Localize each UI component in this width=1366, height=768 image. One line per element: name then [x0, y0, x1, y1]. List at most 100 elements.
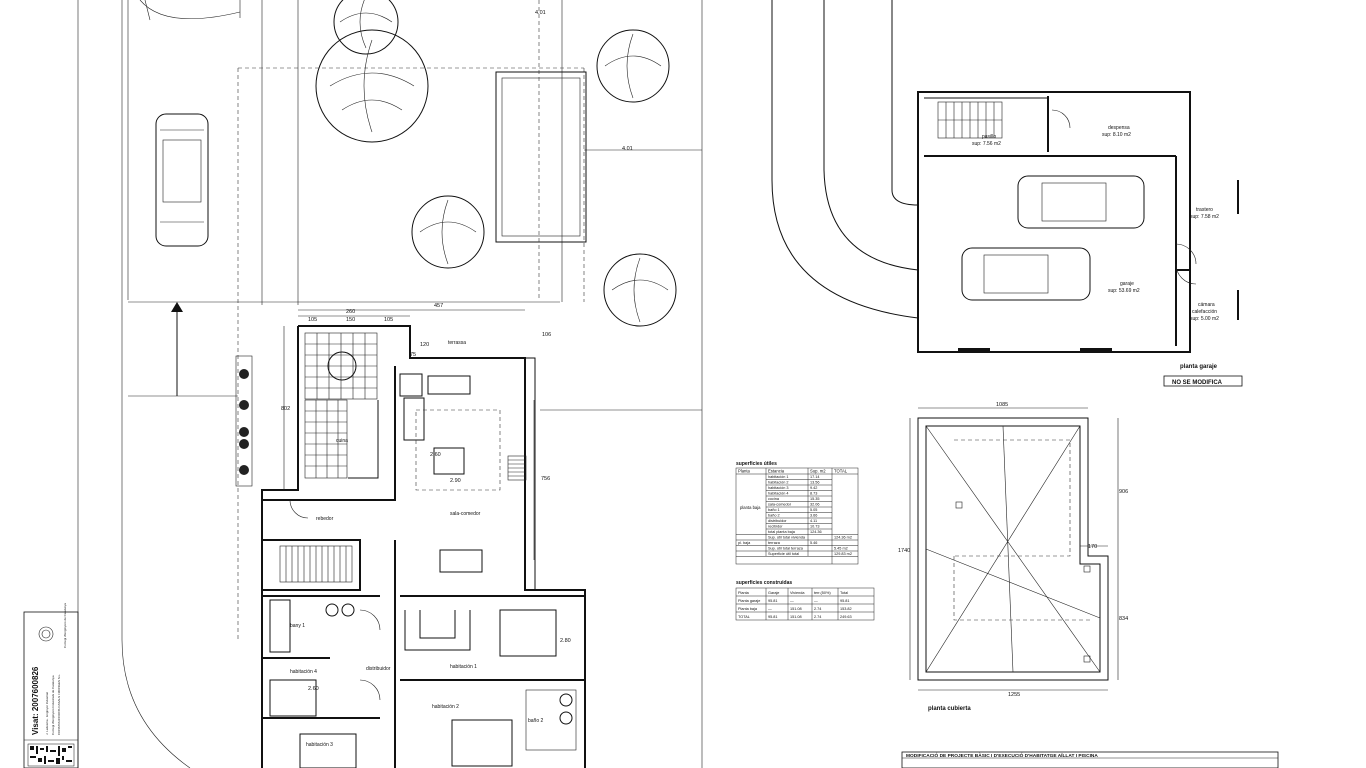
room-label-bany1: bany 1	[290, 623, 305, 629]
room-label-habitacio1: habitación 1	[450, 664, 477, 670]
stamp-visat: Visat: 2007600826	[31, 666, 40, 735]
svg-text:170: 170	[1088, 544, 1097, 550]
table-title-utiles: superficies útiles	[736, 461, 777, 467]
title-block-text: MODIFICACIÓ DE PROJECTE BÀSIC I D'EXECUC…	[906, 751, 1098, 759]
room-label-sala-menjador: sala-comedor	[450, 511, 481, 517]
table-cell: 32.06	[810, 503, 820, 507]
table-cell: habitación 1	[768, 475, 788, 479]
garage-labels: pasillo sup: 7.56 m2 despensa sup: 8.10 …	[972, 125, 1243, 387]
table-header-cell: terr.(50%)	[814, 591, 831, 595]
table-cell: 95.81	[768, 615, 778, 619]
svg-text:sup: 7.56 m2: sup: 7.56 m2	[972, 141, 1001, 147]
svg-text:Col·legi d'Enginyers de Catalu: Col·legi d'Enginyers de Catalunya	[63, 603, 67, 648]
ground-floor-labels: terrassa cuina rebedor sala-comedor bany…	[290, 340, 544, 748]
table-cell: 2.74	[814, 607, 821, 611]
svg-text:calefacción: calefacción	[1192, 309, 1217, 315]
svg-text:2.60: 2.60	[308, 686, 319, 692]
table-cell: 95.81	[768, 599, 778, 603]
svg-text:sup: 5.00 m2: sup: 5.00 m2	[1190, 316, 1219, 322]
svg-text:Col·legi d'Enginyers Industria: Col·legi d'Enginyers Industrials de Cata…	[51, 675, 55, 735]
table-cell: baño 1	[768, 508, 780, 512]
table-cell: 151.08	[790, 607, 802, 611]
garage-plan	[771, 0, 1239, 353]
svg-text:Sup. m2: Sup. m2	[810, 469, 826, 474]
svg-text:4.01: 4.01	[535, 10, 546, 16]
svg-text:105: 105	[384, 317, 393, 323]
table-cell: 13.56	[810, 481, 820, 485]
table-cell: 17.14	[810, 475, 820, 479]
svg-text:TOTAL: TOTAL	[834, 469, 848, 474]
table-cell: TOTAL	[738, 615, 750, 619]
svg-text:Estancia: Estancia	[768, 469, 785, 474]
svg-text:756: 756	[541, 476, 550, 482]
caption-planta-garaje: planta garaje	[1180, 364, 1218, 370]
college-seal-icon	[38, 626, 54, 642]
table-header-cell: Vivienda	[790, 591, 805, 595]
svg-text:1085: 1085	[996, 402, 1008, 408]
table-superficies-utiles: superficies útiles habitación 1 17.14 habi…	[735, 461, 859, 565]
site-context	[77, 0, 703, 768]
room-label-despensa: despensa	[1108, 125, 1130, 131]
svg-text:75: 75	[410, 352, 416, 358]
stairs	[279, 545, 353, 583]
table-cell: 15.35	[810, 497, 820, 501]
garage-stairs	[937, 101, 1003, 139]
table-cell: distribuidor	[768, 519, 787, 523]
svg-text:J. Ledesma · Enginyer Industri: J. Ledesma · Enginyer Industrial	[45, 692, 49, 735]
table-cell: —	[814, 599, 818, 603]
svg-text:105: 105	[308, 317, 317, 323]
room-label-camara: cámara	[1198, 302, 1215, 308]
table-title-construidas: superficies construidas	[736, 580, 792, 586]
room-label-pasillo: pasillo	[982, 134, 996, 140]
svg-text:120: 120	[420, 342, 429, 348]
table-header-cell: Planta	[738, 591, 750, 595]
table-cell: terraza	[768, 541, 781, 545]
car-icon	[961, 175, 1145, 301]
barcode-icon	[27, 743, 75, 767]
svg-text:sup: 7.58 m2: sup: 7.58 m2	[1190, 214, 1219, 220]
ground-floor-plan	[261, 0, 586, 768]
roof-plan	[909, 407, 1119, 691]
table-cell: habitación 2	[768, 481, 788, 485]
table-cell: 153.82	[840, 607, 852, 611]
room-label-habitacio2: habitación 2	[432, 704, 459, 710]
table-cell: baño 2	[768, 514, 780, 518]
room-label-rebedor: rebedor	[316, 516, 334, 522]
svg-text:NO SE MODIFICA: NO SE MODIFICA	[1172, 380, 1223, 386]
entrance-arrow-icon	[171, 302, 183, 396]
pool	[495, 71, 587, 243]
svg-text:1740: 1740	[898, 548, 910, 554]
svg-text:Planta: Planta	[738, 469, 751, 474]
svg-text:sup: 8.10 m2: sup: 8.10 m2	[1102, 132, 1131, 138]
table-cell: 249.63	[840, 615, 852, 619]
table-cell: 151.08	[790, 615, 802, 619]
room-label-distribuidor: distribuidor	[366, 666, 391, 672]
table-cell: 8.73	[810, 492, 817, 496]
table-cell: 5.45 m2	[834, 547, 848, 551]
table-cell: Superficie útil total	[768, 552, 799, 556]
svg-text:150: 150	[346, 317, 355, 323]
svg-text:457: 457	[434, 303, 443, 309]
table-cell: Sup. útil total vivienda	[768, 536, 806, 540]
hedge-icon	[235, 355, 253, 487]
caption-planta-cubierta: planta cubierta	[928, 706, 971, 712]
table-cell: recibidor	[768, 525, 783, 529]
table-header-cell: Garaje	[768, 591, 779, 595]
room-label-bany2: baño 2	[528, 718, 544, 724]
svg-text:834: 834	[1119, 616, 1128, 622]
room-label-terrassa: terrassa	[448, 340, 466, 346]
table-cell: sala-comedor	[768, 503, 792, 507]
table-cell: 124.36 m2	[834, 536, 852, 540]
svg-text:1255: 1255	[1008, 692, 1020, 698]
table-cell: 3.66	[810, 514, 817, 518]
svg-text:4.01: 4.01	[622, 146, 633, 152]
no-modifica-badge	[1163, 375, 1243, 387]
roof-labels: 1085 1255 1740 906 834 170 planta cubier…	[898, 402, 1128, 712]
svg-text:2.90: 2.90	[450, 478, 461, 484]
table-cell: —	[790, 599, 794, 603]
svg-text:106: 106	[542, 332, 551, 338]
table-cell: —	[768, 607, 772, 611]
engineer-stamp: Visat: 2007600826 J. Ledesma · Enginyer …	[23, 603, 79, 768]
